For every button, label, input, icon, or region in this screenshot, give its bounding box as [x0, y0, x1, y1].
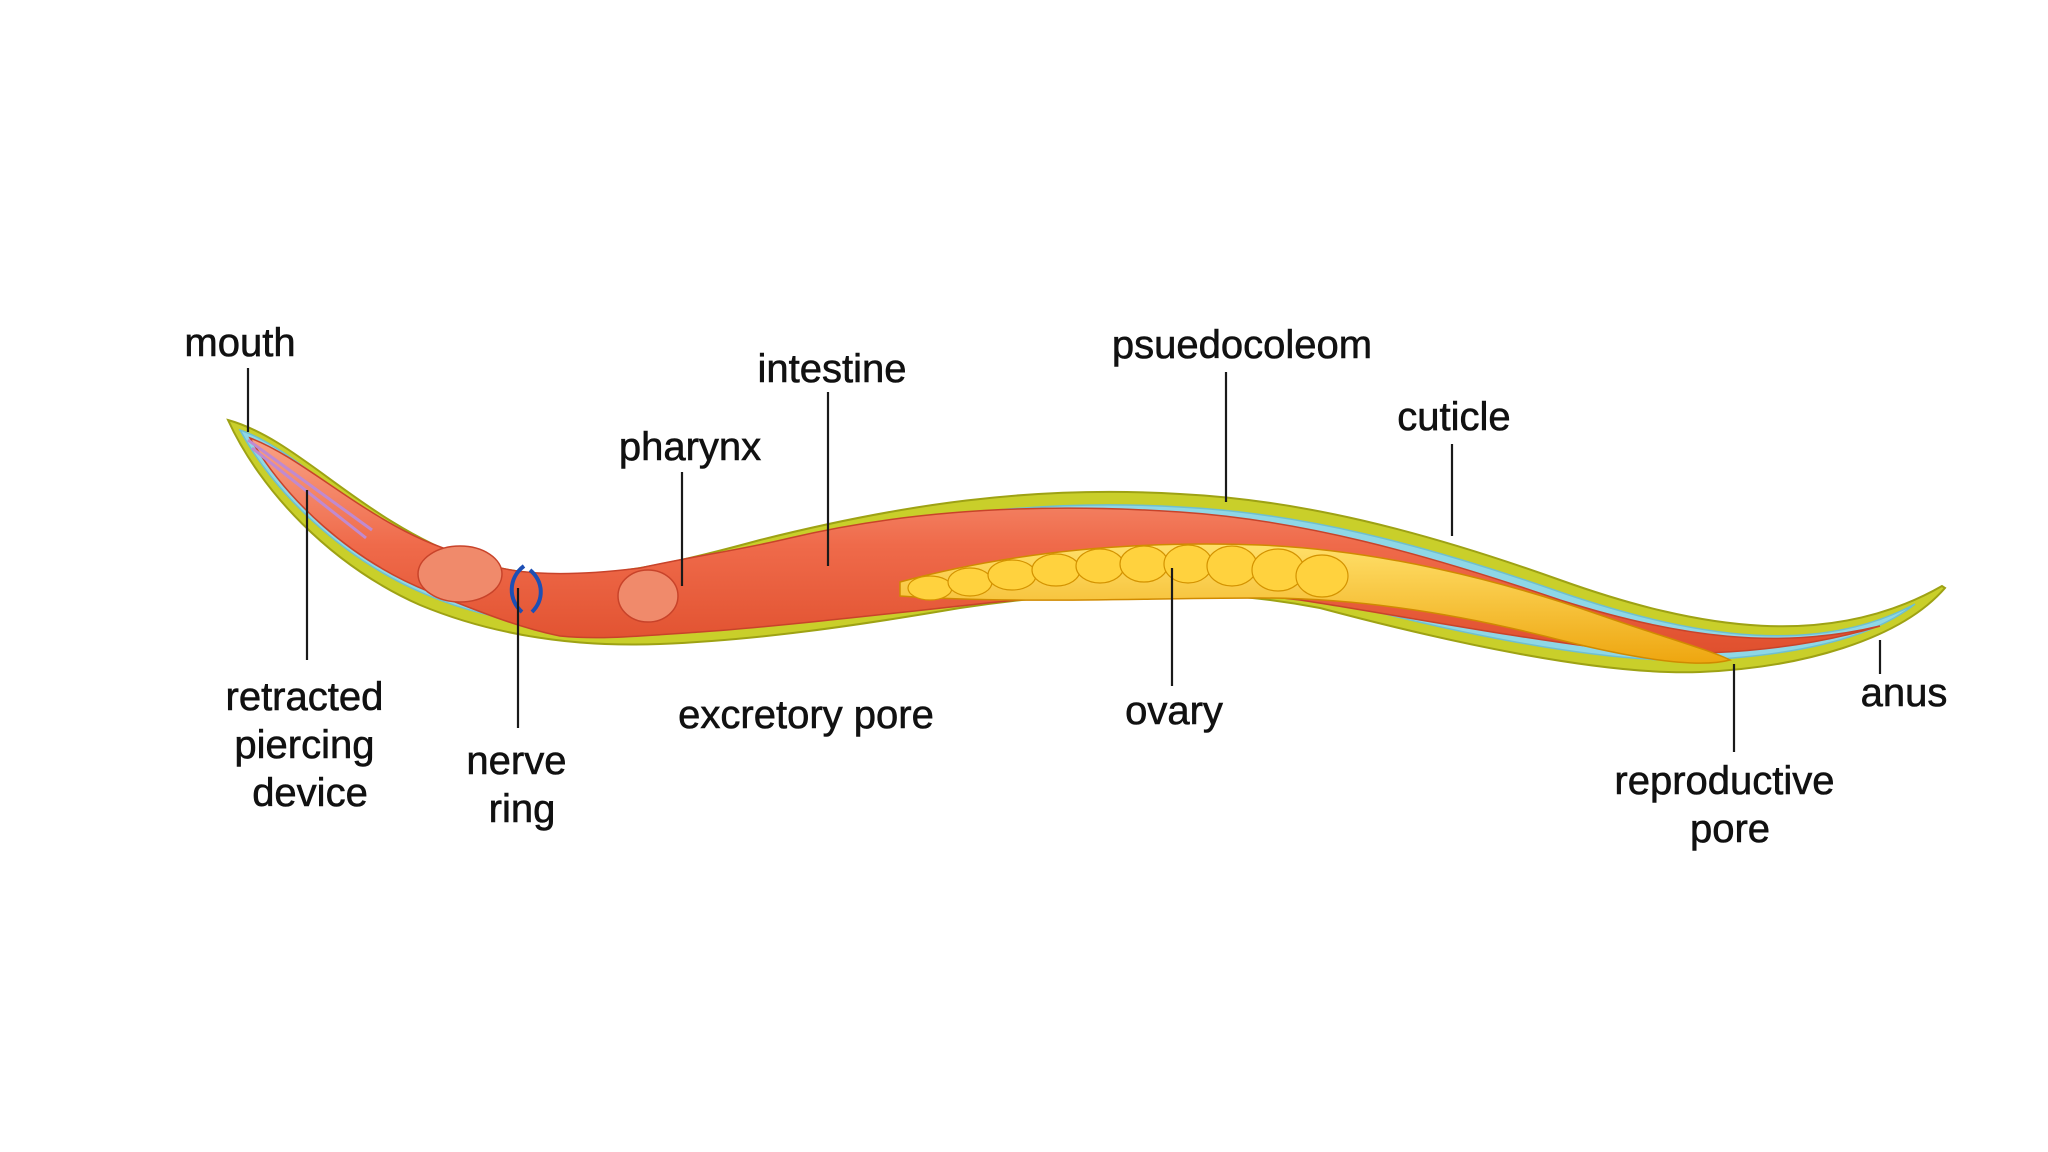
pharynx-bulb-posterior — [617, 569, 679, 623]
label-psuedocoleom: psuedocoleom — [1112, 323, 1372, 367]
pharynx-bulb-anterior — [417, 545, 503, 603]
label-mouth: mouth — [184, 321, 295, 365]
ovary-lobes — [907, 544, 1349, 601]
label-anus: anus — [1861, 671, 1948, 715]
label-nerve-ring: nerve ring — [466, 739, 577, 831]
label-excretory-pore: excretory pore — [678, 693, 934, 737]
stylet-lines — [247, 438, 373, 540]
label-ovary: ovary — [1125, 689, 1223, 733]
label-retracted-piercing-device: retracted piercing device — [226, 675, 395, 815]
label-pharynx: pharynx — [619, 425, 761, 469]
label-intestine: intestine — [758, 347, 907, 391]
label-reproductive-pore: reproductive pore — [1614, 759, 1845, 851]
label-cuticle: cuticle — [1397, 395, 1510, 439]
